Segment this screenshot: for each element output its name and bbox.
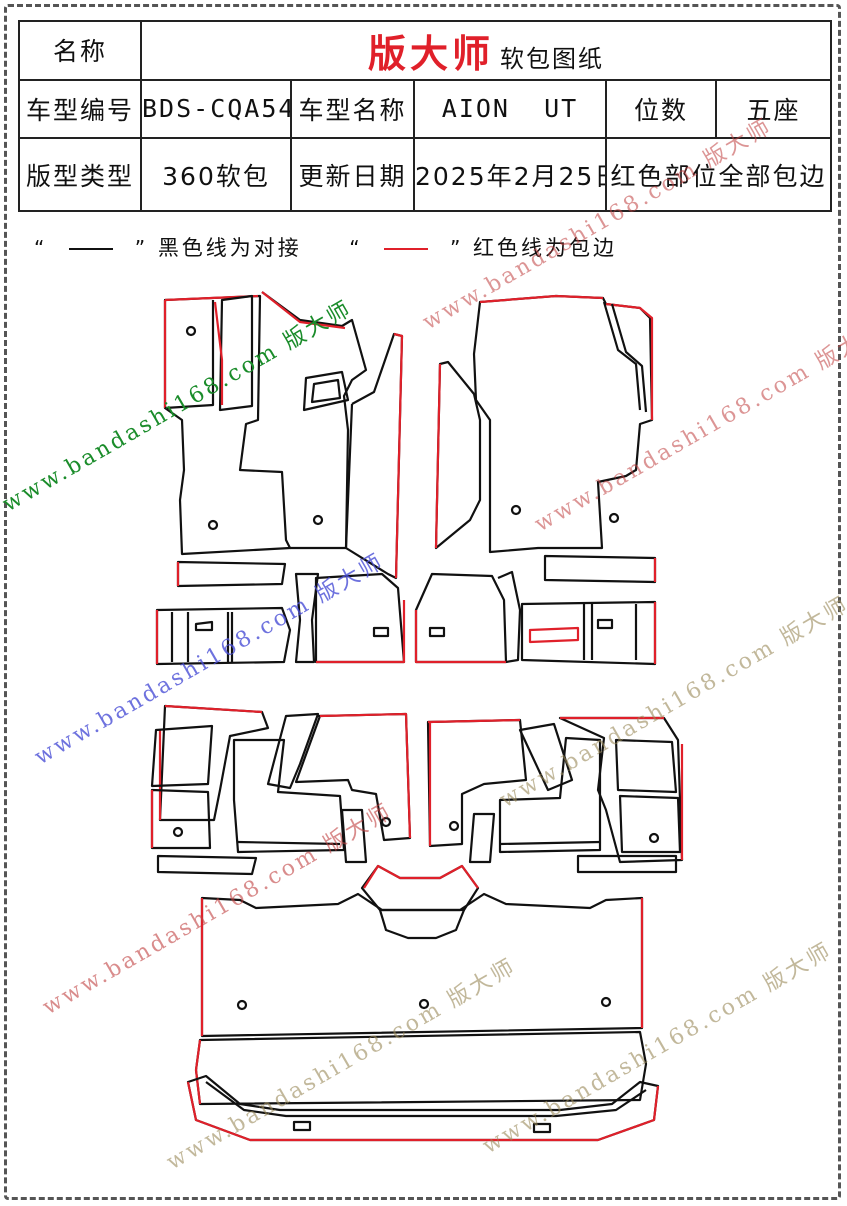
line-legend: “ ” 黑色线为对接 “ ” 红色线为包边 <box>34 232 617 262</box>
model-name: AION UT <box>413 78 607 140</box>
brand-name: 版大师 <box>368 31 495 76</box>
legend-close-quote: ” <box>134 236 149 260</box>
legend-open-quote-2: “ <box>349 236 363 260</box>
pattern-type: 360软包 <box>140 137 292 212</box>
legend-open-quote: “ <box>34 236 48 260</box>
red-edge-note: 红色部位全部包边 <box>604 137 833 212</box>
black-line-sample <box>69 248 114 250</box>
red-line-sample <box>384 248 429 250</box>
page-frame <box>4 4 841 1200</box>
title-suffix: 软包图纸 <box>500 44 605 73</box>
model-name-label: 车型名称 <box>290 78 415 140</box>
name-label: 名称 <box>18 20 142 81</box>
seats-value: 五座 <box>714 78 833 140</box>
legend-close-quote-2: ” <box>449 236 464 260</box>
doc-title: 版大师软包图纸 <box>139 20 833 81</box>
pattern-type-label: 版型类型 <box>18 137 142 212</box>
model-code: BDS-CQA5491S <box>140 78 292 140</box>
seats-label: 位数 <box>605 78 717 140</box>
red-line-text: 红色线为包边 <box>473 236 617 260</box>
update-date: 2025年2月25日 <box>413 137 607 212</box>
model-code-label: 车型编号 <box>18 78 142 140</box>
update-date-label: 更新日期 <box>290 137 415 212</box>
black-line-text: 黑色线为对接 <box>157 236 302 260</box>
